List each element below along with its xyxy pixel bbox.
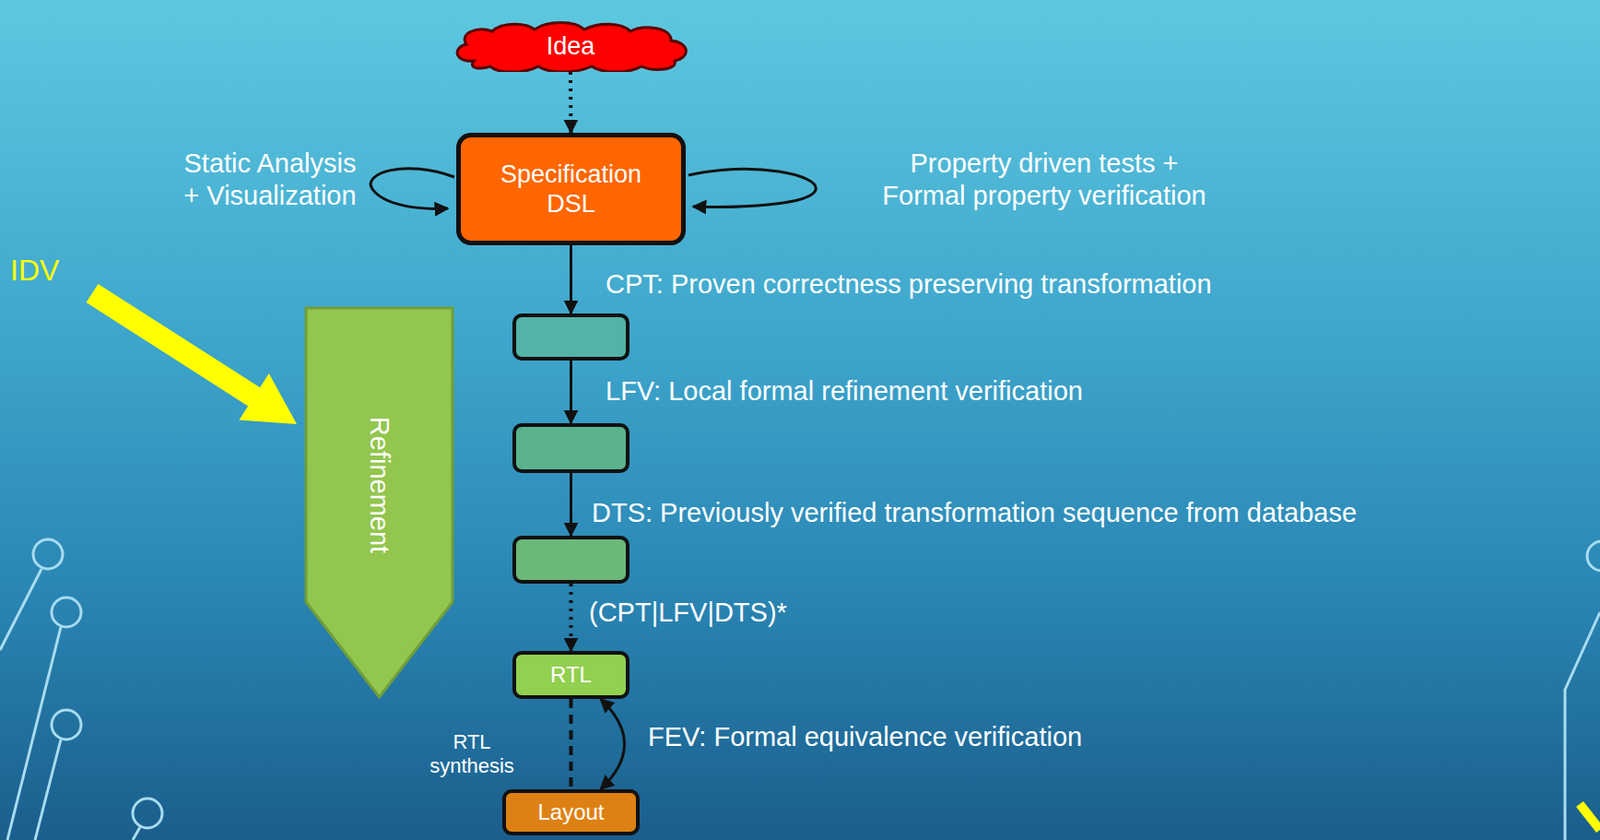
circuit-trace: [35, 739, 61, 840]
edge-label: FEV: Formal equivalence verification: [647, 720, 1083, 753]
refinement-step-box: [512, 423, 630, 473]
arrow-shape: [305, 307, 453, 697]
layout-box: Layout: [502, 788, 640, 836]
cloud-shape: [457, 23, 686, 73]
circuit-trace: [1564, 611, 1600, 840]
circuit-node: [33, 539, 63, 569]
refinement-step-box: [512, 313, 630, 361]
circuit-node: [51, 597, 82, 627]
feedback-loop: [370, 168, 455, 210]
verification-note: Property driven tests + Formal property …: [873, 147, 1215, 212]
edge-label: RTL synthesis: [421, 729, 523, 779]
circuit-node: [51, 709, 82, 740]
flow-connector: [568, 71, 574, 133]
circuit-trace: [0, 568, 42, 650]
refinement-arrow: Refinement: [304, 305, 455, 699]
feedback-loop: [688, 168, 816, 207]
refinement-step-box: [512, 535, 630, 584]
edge-label: LFV: Local formal refinement verificatio…: [605, 375, 1083, 408]
flow-connector: [569, 245, 573, 314]
flow-connector: [569, 472, 573, 536]
yellow-accent: [1579, 803, 1600, 830]
node-text: Idea: [546, 31, 596, 61]
node-text: Layout: [537, 799, 604, 826]
analysis-note: Static Analysis + Visualization: [177, 147, 363, 212]
node-text: Specification DSL: [493, 159, 650, 220]
flow-connector: [569, 360, 573, 424]
circuit-node: [132, 798, 163, 828]
circuit-node: [1587, 541, 1600, 571]
circuit-trace: [7, 626, 61, 840]
edge-label: CPT: Proven correctness preserving trans…: [605, 268, 1212, 301]
flow-connector: [569, 698, 574, 789]
node-text: Refinement: [363, 416, 396, 553]
edge-label: DTS: Previously verified transformation …: [591, 496, 1357, 530]
node-text: RTL: [550, 661, 592, 689]
spec-box: Specification DSL: [456, 132, 686, 246]
edge-label: (CPT|LFV|DTS)*: [588, 596, 788, 629]
flow-connector: [569, 583, 574, 651]
flow-connector: [600, 698, 625, 789]
idv-pointer-arrow: [86, 283, 298, 424]
idv-label: IDV: [10, 252, 59, 288]
circuit-trace: [132, 826, 141, 840]
rtl-box: RTL: [512, 650, 630, 699]
idea-cloud: Idea: [446, 20, 695, 72]
